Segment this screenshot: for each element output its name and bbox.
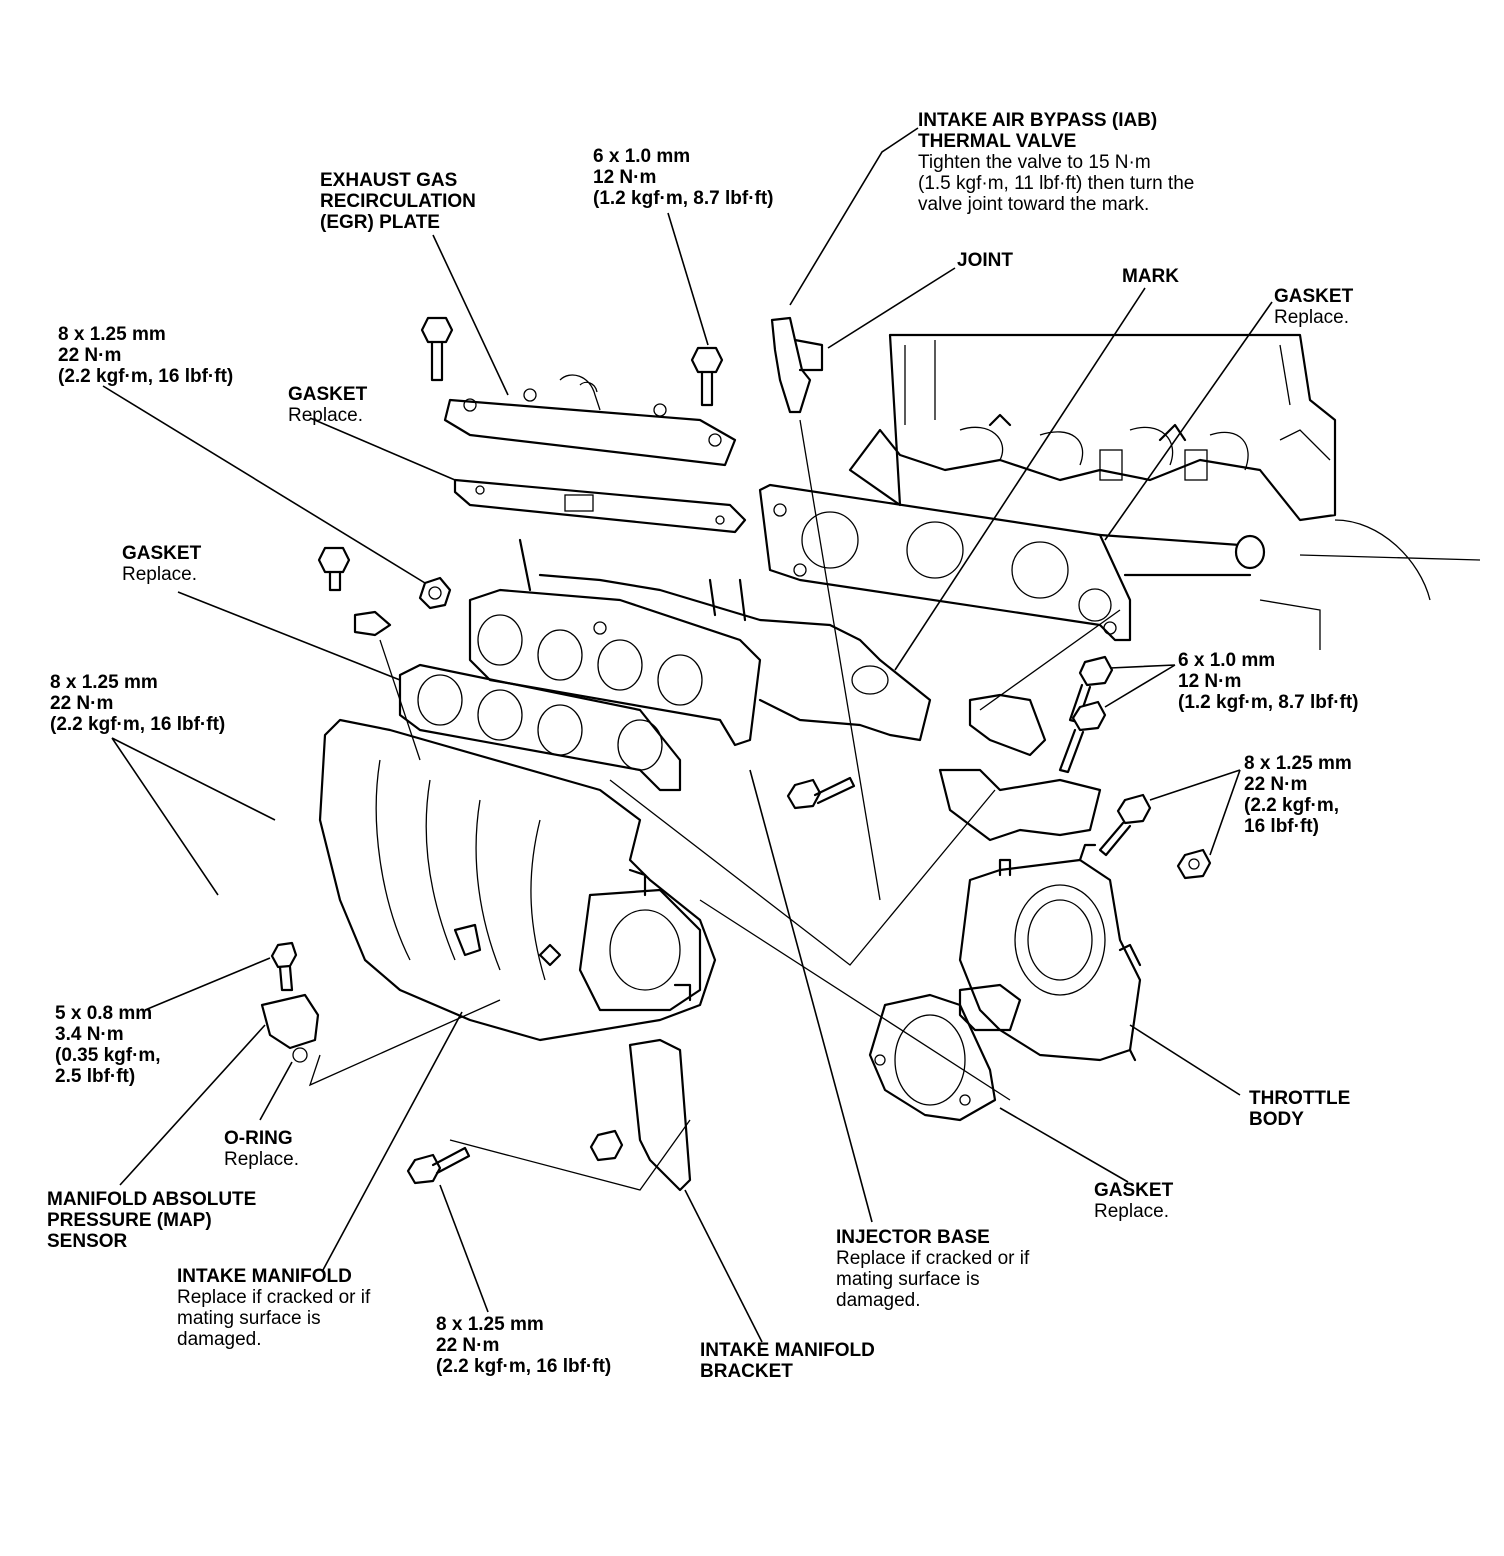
injector-base-label: INJECTOR BASE Replace if cracked or if m… [836,1227,1030,1311]
o-ring-label: O-RING Replace. [224,1128,299,1170]
throttle-gasket-label: GASKET Replace. [1094,1180,1174,1222]
leader-lines [102,127,1273,1343]
mark-label: MARK [1122,266,1179,287]
upper-nut-spec-label: 8 x 1.25 mm 22 N·m (2.2 kgf·m, 16 lbf·ft… [58,324,234,387]
joint-label: JOINT [957,250,1013,271]
manifold-fastener-spec-label: 8 x 1.25 mm 22 N·m (2.2 kgf·m, 16 lbf·ft… [50,672,226,735]
head-gasket-drawing [758,483,1132,642]
throttle-body-drawing [958,843,1142,1062]
bracket-bolt-spec-label: 6 x 1.0 mm 12 N·m (1.2 kgf·m, 8.7 lbf·ft… [1178,650,1359,713]
egr-plate-drawing [443,374,747,534]
intake-manifold-bracket-label: INTAKE MANIFOLD BRACKET [700,1340,875,1382]
injector-gasket-label: GASKET Replace. [122,543,202,585]
throttle-gasket-drawing [868,993,997,1122]
cylinder-head [848,333,1481,650]
iab-thermal-valve-label: INTAKE AIR BYPASS (IAB) THERMAL VALVE Ti… [918,110,1195,215]
alignment-lines [308,419,1121,1191]
egr-bolt-spec-label: 6 x 1.0 mm 12 N·m (1.2 kgf·m, 8.7 lbf·ft… [593,146,774,209]
map-sensor-label: MANIFOLD ABSOLUTE PRESSURE (MAP) SENSOR [47,1189,257,1252]
egr-gasket-label: GASKET Replace. [288,384,368,426]
lower-bracket-drawing [406,1038,692,1192]
throttle-body-label: THROTTLE BODY [1249,1088,1351,1130]
lower-bolt-spec-label: 8 x 1.25 mm 22 N·m (2.2 kgf·m, 16 lbf·ft… [436,1314,612,1377]
egr-plate-label: EXHAUST GAS RECIRCULATION (EGR) PLATE [320,170,476,233]
fasteners-upper [317,316,824,637]
manifold-bracket-drawing [786,655,1212,880]
intake-manifold-label: INTAKE MANIFOLD Replace if cracked or if… [177,1266,371,1350]
map-sensor-drawing [260,941,320,1063]
throttle-fastener-spec-label: 8 x 1.25 mm 22 N·m (2.2 kgf·m, 16 lbf·ft… [1244,753,1352,837]
intake-manifold-drawing [318,718,717,1042]
map-bolt-spec-label: 5 x 0.8 mm 3.4 N·m (0.35 kgf·m, 2.5 lbf·… [55,1003,161,1087]
manifold-gasket-drawing [398,663,682,792]
head-gasket-label: GASKET Replace. [1274,286,1354,328]
injector-base-drawing [468,538,932,747]
